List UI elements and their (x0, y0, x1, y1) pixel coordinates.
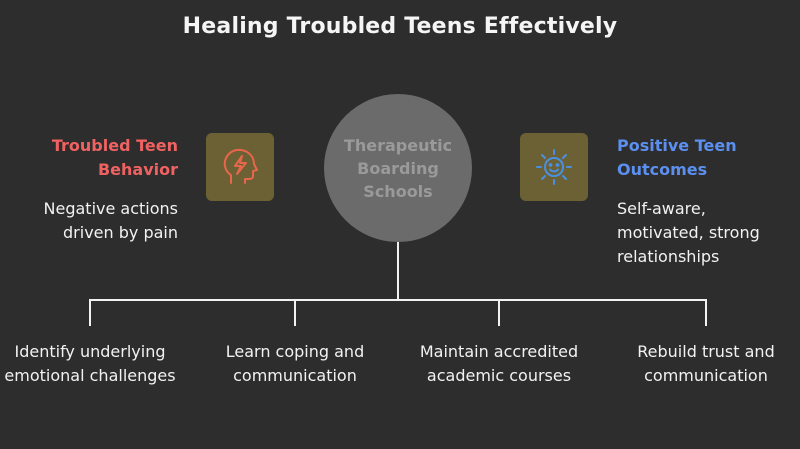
branch-item-1: Identify underlying emotional challenges (4, 342, 176, 385)
branch-item-2: Learn coping and communication (225, 342, 365, 385)
branch-item-4: Rebuild trust and communication (637, 342, 775, 385)
center-circle: Therapeutic Boarding Schools (324, 94, 472, 242)
diagram-title: Healing Troubled Teens Effectively (182, 14, 618, 39)
left-description: Negative actions driven by pain (43, 199, 178, 242)
right-description: Self-aware, motivated, strong relationsh… (617, 199, 760, 266)
branch-item-3: Maintain accredited academic courses (419, 342, 579, 385)
right-heading: Positive Teen Outcomes (617, 136, 737, 179)
head-lightning-icon (223, 148, 258, 184)
center-label: Therapeutic Boarding Schools (343, 135, 453, 201)
smiling-sun-icon (536, 149, 572, 185)
right-icon-box (520, 133, 588, 201)
left-heading: Troubled Teen Behavior (51, 136, 178, 179)
left-icon-box (206, 133, 274, 201)
